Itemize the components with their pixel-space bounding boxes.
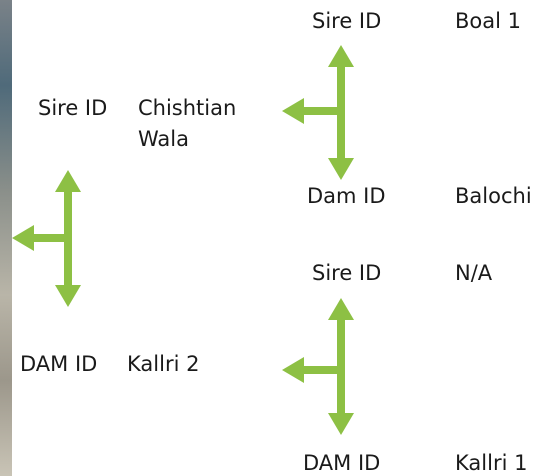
dam-name: Kallri 2 <box>127 352 200 376</box>
background-photo-strip <box>0 0 12 476</box>
sire-parents-arrow-down-arrowhead <box>328 158 354 180</box>
sire-parents-arrow-up-arrowhead <box>328 45 354 67</box>
granddam-maternal-name: Kallri 1 <box>455 451 528 475</box>
parents-arrow-left-arrowhead <box>12 225 34 251</box>
dam-parents-arrow-up-arrowhead <box>328 298 354 320</box>
grandsire-paternal-name: Boal 1 <box>455 9 521 33</box>
sire-parents-arrow-left-arrowhead <box>282 98 304 124</box>
granddam-paternal-name: Balochi <box>455 184 532 208</box>
dam-parents-arrow-left-arrowhead <box>282 357 304 383</box>
sire-name-line2: Wala <box>138 127 189 151</box>
dam-parents-arrow-down-arrowhead <box>328 413 354 435</box>
granddam-maternal-id-label: DAM ID <box>303 451 381 475</box>
dam-id-label: DAM ID <box>20 352 98 376</box>
sire-name-line1: Chishtian <box>138 96 237 120</box>
grandsire-maternal-name: N/A <box>455 261 493 285</box>
parents-arrow-down-arrowhead <box>55 285 81 307</box>
granddam-paternal-id-label: Dam ID <box>307 184 386 208</box>
parents-arrow-up-arrowhead <box>55 170 81 192</box>
grandsire-maternal-id-label: Sire ID <box>312 261 382 285</box>
sire-id-label: Sire ID <box>38 96 108 120</box>
grandsire-paternal-id-label: Sire ID <box>312 9 382 33</box>
